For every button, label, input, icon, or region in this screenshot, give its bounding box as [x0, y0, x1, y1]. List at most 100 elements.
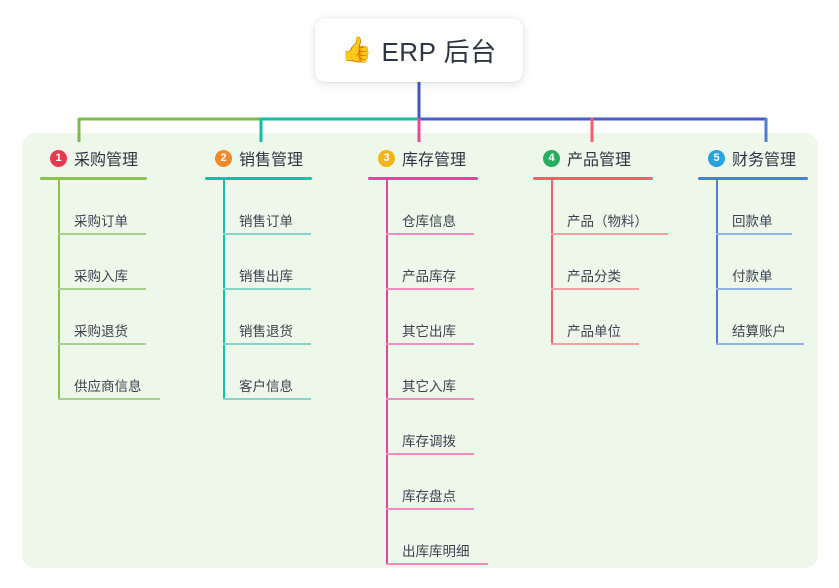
- branch-leaf-list: 产品（物料） 产品分类产品单位: [533, 180, 693, 345]
- leaf-item-label: 其它出库: [402, 324, 456, 339]
- leaf-item[interactable]: 采购入库: [58, 235, 190, 290]
- leaf-item-underline: [386, 233, 474, 235]
- leaf-item-underline: [551, 233, 668, 235]
- leaf-item[interactable]: 回款单: [716, 180, 839, 235]
- branch-leaf-list: 仓库信息产品库存其它出库其它入库库存调拨库存盘点出库库明细: [368, 180, 518, 565]
- leaf-item-underline: [386, 508, 474, 510]
- leaf-item-label: 产品分类: [567, 269, 621, 284]
- thumbs-up-icon: 👍: [341, 35, 373, 64]
- leaf-item[interactable]: 仓库信息: [386, 180, 518, 235]
- leaf-item-underline: [716, 233, 792, 235]
- branch-badge-icon: 3: [378, 149, 395, 167]
- branch-underline: [533, 177, 653, 180]
- leaf-item-underline: [716, 288, 792, 290]
- branch-column-3: 3 库存管理仓库信息产品库存其它出库其它入库库存调拨库存盘点出库库明细: [368, 145, 518, 565]
- root-node[interactable]: 👍 ERP 后台: [315, 18, 523, 82]
- leaf-item[interactable]: 产品（物料）: [551, 180, 693, 235]
- branch-column-5: 5 财务管理回款单付款单结算账户: [698, 145, 839, 345]
- leaf-item-underline: [223, 343, 311, 345]
- leaf-item[interactable]: 客户信息: [223, 345, 355, 400]
- leaf-item-underline: [386, 563, 488, 565]
- leaf-item-underline: [386, 398, 474, 400]
- leaf-item-underline: [223, 398, 311, 400]
- leaf-spine-line: [551, 180, 553, 345]
- branch-column-1: 1 采购管理采购订单采购入库采购退货供应商信息: [40, 145, 190, 400]
- leaf-item-label: 客户信息: [239, 379, 293, 394]
- leaf-item-label: 销售出库: [239, 269, 293, 284]
- leaf-item-label: 出库库明细: [402, 544, 470, 559]
- leaf-item-label: 采购入库: [74, 269, 128, 284]
- leaf-item-label: 结算账户: [732, 324, 786, 339]
- leaf-item-underline: [551, 288, 639, 290]
- leaf-item[interactable]: 结算账户: [716, 290, 839, 345]
- leaf-spine-line: [223, 180, 225, 400]
- leaf-item[interactable]: 销售退货: [223, 290, 355, 345]
- branch-header-5[interactable]: 5 财务管理: [698, 145, 839, 171]
- leaf-item-label: 回款单: [732, 214, 773, 229]
- branch-title: 财务管理: [732, 152, 797, 169]
- branch-title: 库存管理: [402, 152, 467, 169]
- leaf-item[interactable]: 采购退货: [58, 290, 190, 345]
- branch-header-1[interactable]: 1 采购管理: [40, 145, 190, 171]
- leaf-item-label: 产品（物料）: [567, 214, 648, 229]
- branch-leaf-list: 销售订单销售出库销售退货客户信息: [205, 180, 355, 400]
- leaf-item-underline: [223, 288, 311, 290]
- branch-underline: [698, 177, 808, 180]
- leaf-item-label: 产品单位: [567, 324, 621, 339]
- leaf-item-underline: [551, 343, 639, 345]
- leaf-item[interactable]: 产品分类: [551, 235, 693, 290]
- branch-badge-icon: 1: [50, 149, 67, 167]
- leaf-item-label: 产品库存: [402, 269, 456, 284]
- leaf-item-label: 供应商信息: [74, 379, 142, 394]
- branch-column-4: 4 产品管理产品（物料） 产品分类产品单位: [533, 145, 693, 345]
- leaf-item-label: 付款单: [732, 269, 773, 284]
- leaf-item[interactable]: 销售出库: [223, 235, 355, 290]
- leaf-item[interactable]: 销售订单: [223, 180, 355, 235]
- leaf-item-underline: [58, 288, 146, 290]
- leaf-item[interactable]: 产品单位: [551, 290, 693, 345]
- branch-leaf-list: 回款单付款单结算账户: [698, 180, 839, 345]
- leaf-item-underline: [386, 343, 474, 345]
- branch-badge-icon: 4: [543, 149, 560, 167]
- leaf-item-underline: [223, 233, 311, 235]
- branch-header-4[interactable]: 4 产品管理: [533, 145, 693, 171]
- leaf-item-label: 销售退货: [239, 324, 293, 339]
- root-title: ERP 后台: [381, 36, 497, 67]
- branch-underline: [205, 177, 312, 180]
- branch-underline: [368, 177, 478, 180]
- branch-leaf-list: 采购订单采购入库采购退货供应商信息: [40, 180, 190, 400]
- leaf-item-underline: [386, 288, 474, 290]
- leaf-spine-line: [58, 180, 60, 400]
- leaf-item-label: 库存盘点: [402, 489, 456, 504]
- leaf-item[interactable]: 库存调拨: [386, 400, 518, 455]
- leaf-item-label: 其它入库: [402, 379, 456, 394]
- branch-title: 销售管理: [239, 152, 304, 169]
- branch-badge-icon: 5: [708, 149, 725, 167]
- leaf-item-underline: [58, 233, 146, 235]
- leaf-spine-line: [716, 180, 718, 345]
- leaf-item[interactable]: 其它出库: [386, 290, 518, 345]
- leaf-item-underline: [716, 343, 804, 345]
- leaf-item[interactable]: 付款单: [716, 235, 839, 290]
- leaf-item-underline: [58, 398, 160, 400]
- branch-underline: [40, 177, 147, 180]
- leaf-item-underline: [386, 453, 474, 455]
- leaf-item[interactable]: 供应商信息: [58, 345, 190, 400]
- leaf-item-label: 采购退货: [74, 324, 128, 339]
- branch-title: 采购管理: [74, 152, 139, 169]
- leaf-item-label: 采购订单: [74, 214, 128, 229]
- leaf-item-underline: [58, 343, 146, 345]
- leaf-item[interactable]: 其它入库: [386, 345, 518, 400]
- leaf-item-label: 仓库信息: [402, 214, 456, 229]
- leaf-item[interactable]: 采购订单: [58, 180, 190, 235]
- leaf-item[interactable]: 出库库明细: [386, 510, 518, 565]
- branch-header-3[interactable]: 3 库存管理: [368, 145, 518, 171]
- leaf-item[interactable]: 产品库存: [386, 235, 518, 290]
- leaf-item-label: 库存调拨: [402, 434, 456, 449]
- leaf-item-label: 销售订单: [239, 214, 293, 229]
- leaf-spine-line: [386, 180, 388, 565]
- branch-title: 产品管理: [567, 152, 632, 169]
- leaf-item[interactable]: 库存盘点: [386, 455, 518, 510]
